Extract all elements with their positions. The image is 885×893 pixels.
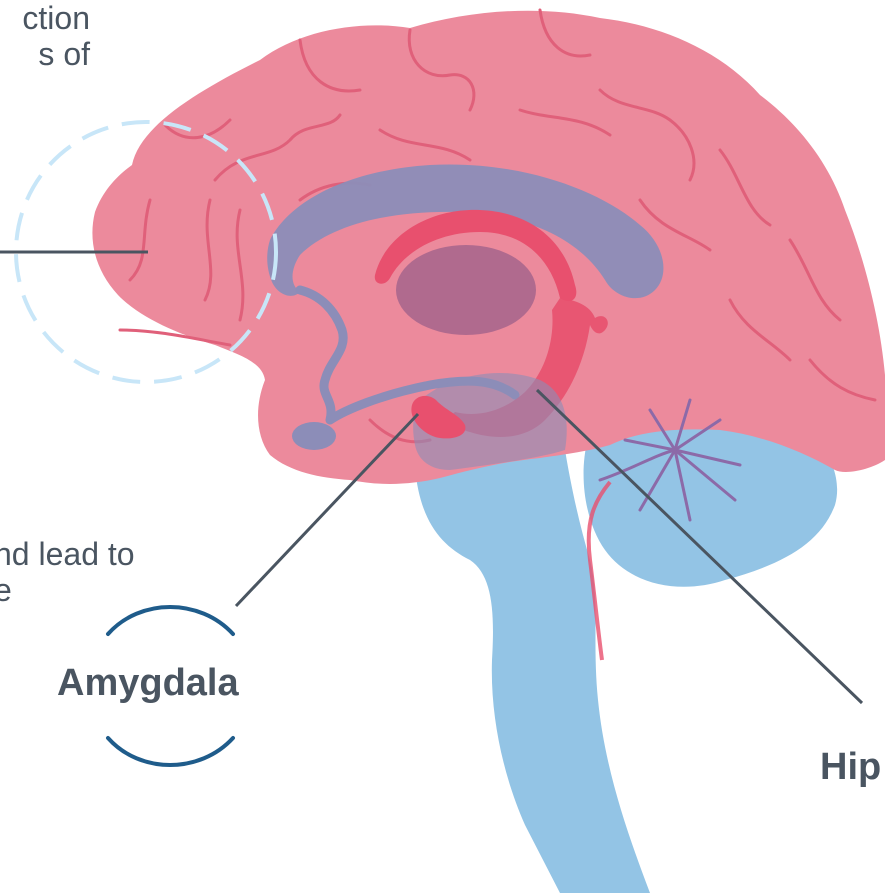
note-middle-line-2: e [0,572,135,608]
note-middle-line-1: nd lead to [0,536,135,572]
amygdala-arc-bottom [108,738,233,765]
thalamus [396,245,536,335]
note-top-line-1: ction [0,0,90,36]
ventricle-node [292,422,336,450]
hippocampus-label: Hip [820,746,881,789]
amygdala-label: Amygdala [57,662,239,705]
amygdala-arc-top [108,607,233,634]
note-middle-fragment: nd lead to e [0,536,135,608]
note-top-line-2: s of [0,36,90,72]
note-top-fragment: ction s of [0,0,90,72]
